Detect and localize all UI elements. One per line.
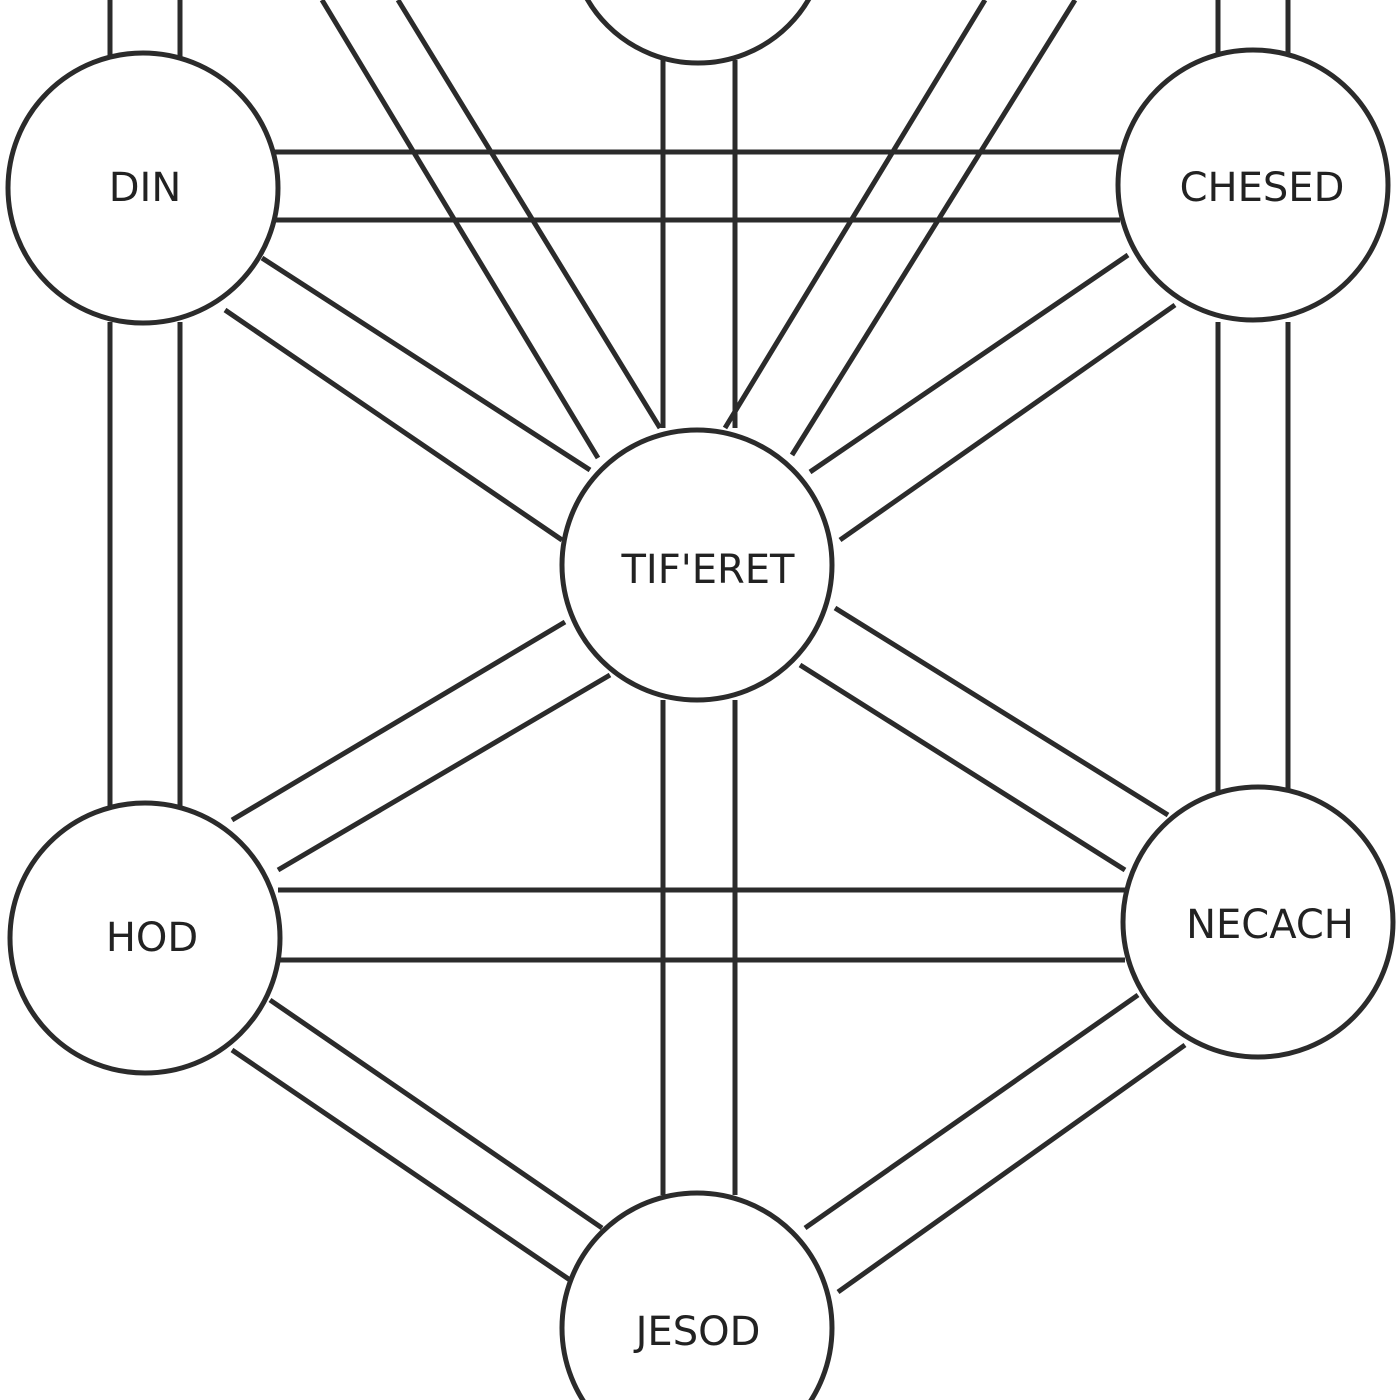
path-chesed-tiferet-upper: [808, 252, 1130, 475]
node-hod: HOD: [7, 800, 283, 1076]
connecting-paths: [107, 0, 1291, 1295]
node-top: [584, 0, 812, 66]
path-hod-jesod-upper: [268, 997, 604, 1231]
node-tiferet: TIF'ERET: [559, 427, 835, 703]
node-necach-label: NECACH: [1186, 902, 1354, 948]
path-din-tiferet-upper: [260, 255, 592, 473]
path-din-tiferet-lower: [223, 307, 564, 543]
path-hod-jesod-lower: [230, 1047, 572, 1283]
path-tiferet-necach-upper: [833, 605, 1170, 818]
path-tiferet-hod-upper: [230, 619, 567, 823]
path-necach-jesod-lower: [836, 1042, 1187, 1295]
node-chesed-circle: [1115, 47, 1391, 323]
node-jesod: JESOD: [559, 1190, 835, 1400]
path-upperleft-tiferet-outer: [319, 0, 601, 460]
node-chesed: CHESED: [1115, 47, 1391, 323]
node-jesod-label: JESOD: [633, 1309, 761, 1355]
node-din-label: DIN: [109, 165, 182, 211]
node-din: DIN: [5, 50, 281, 326]
node-necach-circle: [1120, 784, 1396, 1060]
node-jesod-circle: [559, 1190, 835, 1400]
path-tiferet-hod-lower: [276, 672, 612, 873]
node-tiferet-label: TIF'ERET: [620, 547, 795, 593]
node-hod-label: HOD: [106, 915, 198, 961]
sefirot-nodes: DIN CHESED TIF'ERET HOD NECACH JESOD: [5, 0, 1396, 1400]
node-top-circle: [584, 0, 812, 66]
path-upperleft-tiferet-inner: [395, 0, 663, 430]
path-tiferet-necach-lower: [798, 662, 1127, 873]
path-chesed-tiferet-lower: [838, 302, 1177, 543]
node-tiferet-circle: [559, 427, 835, 703]
node-chesed-label: CHESED: [1180, 165, 1345, 211]
node-din-circle: [5, 50, 281, 326]
node-necach: NECACH: [1120, 784, 1396, 1060]
path-upperright-tiferet-inner: [722, 0, 988, 430]
node-hod-circle: [7, 800, 283, 1076]
path-upperright-tiferet-outer: [789, 0, 1078, 457]
path-necach-jesod-upper: [803, 992, 1140, 1231]
